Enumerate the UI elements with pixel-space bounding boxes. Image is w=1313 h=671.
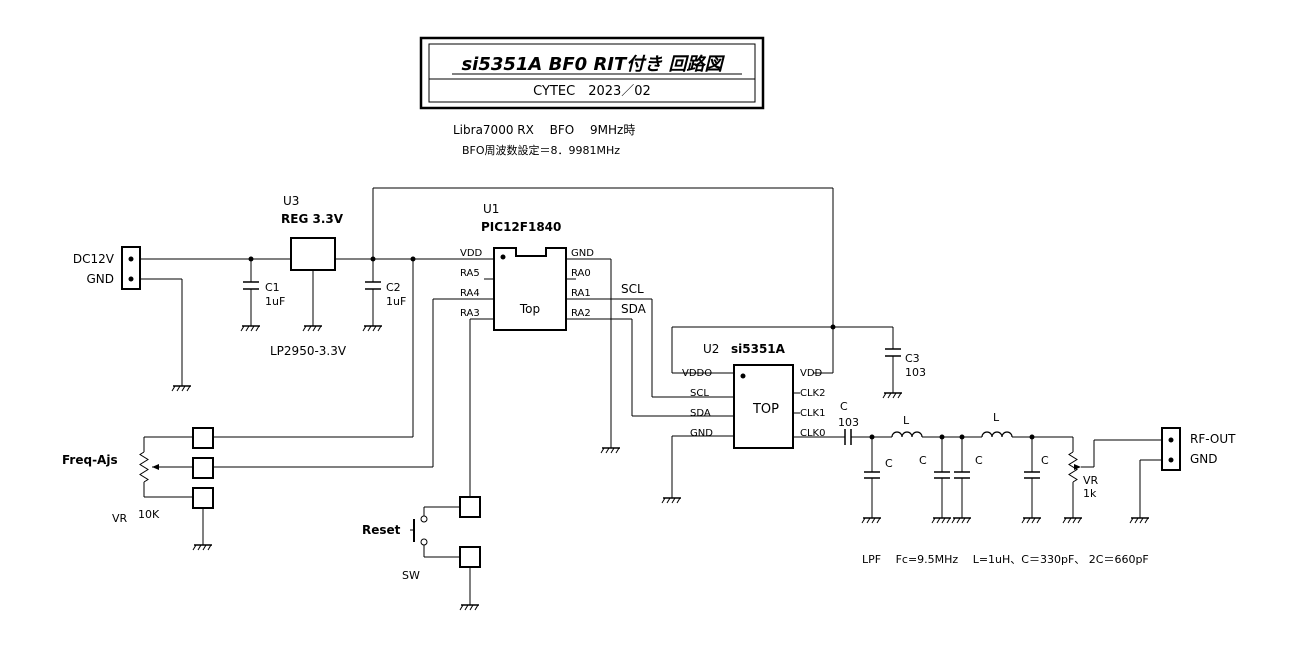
lpf-c3-label: C (975, 454, 983, 467)
u1-pin-r2: RA0 (571, 268, 591, 279)
regulator: U3 REG 3.3V LP2950-3.3V (270, 194, 347, 358)
c3-value: 103 (905, 366, 926, 379)
u2-pin-r3: CLK1 (800, 408, 825, 419)
lpf-capacitor-3: C (954, 454, 983, 479)
dc-connector-pin1: DC12V (73, 252, 115, 266)
rf-connector-pin1: RF-OUT (1190, 432, 1236, 446)
u2-name: si5351A (731, 342, 786, 356)
reset-switch-name: Reset (362, 523, 401, 537)
output-cap-value: 103 (838, 416, 859, 429)
u2-pin-r2: CLK2 (800, 388, 825, 399)
lpf-capacitor-2: C (919, 454, 950, 479)
rf-connector-pin2: GND (1190, 452, 1218, 466)
u1-pin-r4: RA2 (571, 308, 591, 319)
u1-pin-l2: RA5 (460, 268, 480, 279)
title-text: si5351A BF0 RIT付き 回路図 (461, 54, 725, 75)
dc-connector-pin2: GND (86, 272, 114, 286)
inductor-1: L (891, 414, 923, 438)
lpf-capacitor-1: C (864, 457, 893, 479)
u2-pin-l3: SDA (690, 408, 711, 419)
regulator-name: REG 3.3V (281, 212, 344, 226)
reset-switch-ref: SW (402, 569, 420, 582)
u1-body: Top (519, 302, 540, 316)
ic-u2: U2 si5351A TOP VDDO SCL SDA GND VDD CLK2… (682, 342, 825, 449)
sda-bus-label: SDA (621, 302, 647, 316)
freq-adjust-name: Freq-Ajs (62, 453, 118, 467)
note-line-1: Libra7000 RX BFO 9MHz時 (453, 123, 635, 137)
regulator-part: LP2950-3.3V (270, 344, 347, 358)
freq-adjust-pads (192, 427, 214, 509)
reset-switch: Reset SW (362, 496, 481, 582)
c2-ref: C2 (386, 281, 401, 294)
capacitor-c2: C2 1uF (365, 281, 406, 308)
u1-pin-l4: RA3 (460, 308, 480, 319)
note-line-2: BFO周波数設定＝8．9981MHz (462, 143, 620, 157)
lpf-c1-label: C (885, 457, 893, 470)
inductor-2: L (981, 411, 1013, 438)
output-vr-value: 1k (1083, 487, 1097, 500)
title-block: si5351A BF0 RIT付き 回路図 CYTEC 2023／02 (419, 36, 765, 110)
u1-pin-r3: RA1 (571, 288, 591, 299)
ground-symbols (171, 317, 1150, 611)
inductor-2-label: L (993, 411, 1000, 424)
u1-name: PIC12F1840 (481, 220, 561, 234)
freq-adjust-value: 10K (138, 508, 160, 521)
ic-u1: U1 PIC12F1840 Top VDD RA5 RA4 RA3 GND RA… (460, 202, 594, 331)
c2-value: 1uF (386, 295, 406, 308)
regulator-ref: U3 (283, 194, 299, 208)
freq-adjust-potentiometer: Freq-Ajs VR 10K (62, 451, 160, 525)
lpf-c2-label: C (919, 454, 927, 467)
u2-pin-l4: GND (690, 428, 713, 439)
freq-adjust-ref: VR (112, 512, 128, 525)
junctions (248, 256, 1035, 440)
output-cap-ref: C (840, 400, 848, 413)
capacitor-c3: C3 103 (885, 348, 926, 379)
dc-connector: DC12V GND (73, 246, 141, 290)
output-potentiometer: VR 1k (1068, 451, 1099, 500)
u2-body: TOP (752, 402, 779, 417)
u1-ref: U1 (483, 202, 499, 216)
u1-pin-l3: RA4 (460, 288, 480, 299)
u1-pin-r1: GND (571, 248, 594, 259)
inductor-1-label: L (903, 414, 910, 427)
u2-pin-l1: VDDO (682, 368, 712, 379)
u2-pin-r4: CLK0 (800, 428, 825, 439)
lpf-capacitor-4: C (1024, 454, 1049, 479)
capacitor-c1: C1 1uF (243, 281, 285, 308)
wires (140, 187, 1162, 597)
c3-ref: C3 (905, 352, 920, 365)
c1-ref: C1 (265, 281, 280, 294)
u2-pin-r1: VDD (800, 368, 823, 379)
lpf-note: LPF Fc=9.5MHz L=1uH、C＝330pF、 2C＝660pF (862, 553, 1149, 566)
capacitor-output: C 103 (838, 400, 859, 445)
subtitle-text: CYTEC 2023／02 (533, 84, 651, 99)
rf-connector: RF-OUT GND (1161, 427, 1236, 471)
u2-ref: U2 (703, 342, 719, 356)
u1-pin-l1: VDD (460, 248, 483, 259)
c1-value: 1uF (265, 295, 285, 308)
scl-bus-label: SCL (621, 282, 644, 296)
lpf-c4-label: C (1041, 454, 1049, 467)
u2-pin-l2: SCL (690, 388, 709, 399)
output-vr-ref: VR (1083, 474, 1099, 487)
